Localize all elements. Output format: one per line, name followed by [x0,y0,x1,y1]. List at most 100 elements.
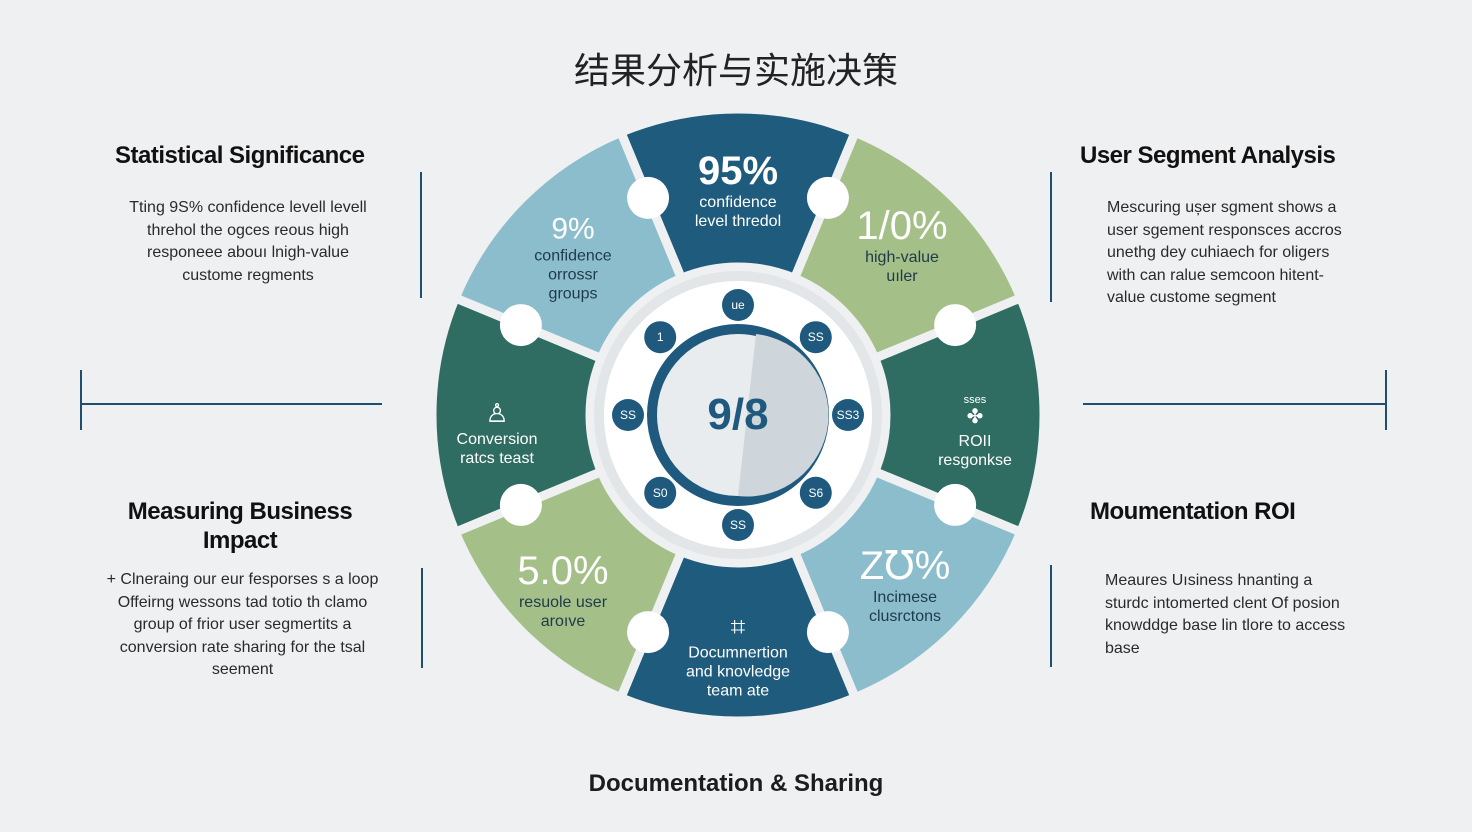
text-line: seement [211,661,274,678]
segment-label: level thredol [694,213,782,230]
segment-label: uıler [886,268,918,285]
connector-dot [934,304,977,347]
segment-label: Documnertion [688,644,788,662]
segment-label: high-value [865,249,939,266]
segment-bottom-text: ⌗ Documnertion and knovledge team ate [686,610,790,701]
text-line: threhol the ogces reous high [147,221,349,239]
segment-top [615,104,861,285]
hub-node-label: S0 [652,485,668,500]
puzzle-icon: ✤ [966,406,984,428]
user-segment-text: Mescuring ușer sgment shows a user sgeme… [1107,197,1407,310]
segment-upper-left [449,126,688,365]
bracket-line [421,568,423,668]
text-line: Tting 9S% confidence levell levell [129,199,367,216]
segment-right [868,292,1049,538]
segment-icon-label: sses [963,394,987,406]
text-line: base [1105,639,1140,657]
text-line: value custome segment [1107,289,1276,306]
hub-node [644,321,677,354]
hub-node [799,476,832,509]
segment-label: Incimese [872,589,938,606]
connector-dot [627,176,670,219]
connector-dot [499,483,542,526]
hub-node [722,509,754,541]
text-line: custome regments [182,266,314,284]
connector-dot [934,483,977,526]
segment-value: 9% [551,212,595,246]
footer-title: Documentation & Sharing [588,770,884,797]
hub-node [832,399,864,431]
segment-value: Z℧% [859,544,951,588]
bracket-line [1050,172,1052,302]
segment-value: 1/0% [856,204,948,248]
person-icon: ♙ [485,398,509,428]
grid-document-icon: ⌗ [730,611,746,642]
segment-label: aroıve [540,613,586,630]
heading-line: Measuring Business [127,498,353,525]
page-title: 结果分析与实施决策 [573,50,898,91]
segment-lower-right-text: Z℧% Incimese clusrctons [860,544,951,626]
statistical-significance-heading: Statistical Significance [115,142,365,169]
hub-node-label: SS [619,408,637,422]
divider-line [1083,403,1387,405]
segment-label: confidence [534,247,612,265]
statistical-significance-text: Tting 9S% confidence levell levell threh… [88,197,408,287]
segment-lower-right [788,465,1027,704]
segment-bottom [615,545,861,726]
hub-node-label: S6 [808,485,824,500]
text-line: responeee abouı lnigh-value [147,244,349,261]
user-segment-heading: User Segment Analysis [1080,142,1336,169]
text-line: unethg dey cuhiaech for oligers [1107,244,1330,261]
roi-text: Meaures Uısiness hnanting a sturdc intom… [1105,570,1405,660]
text-line: Offeirng wessons tad totio th clamo [117,593,368,611]
text-line: Meaures Uısiness hnanting a [1105,572,1313,589]
text-line: with can ralue semcoon hitent- [1107,266,1324,284]
hub-value: 9/8 [707,390,769,439]
hub-node [799,321,832,354]
hub-node-label: SS [807,330,824,345]
segment-upper-right [788,126,1027,365]
segment-label: orrossr [548,266,598,284]
hub-node-label: SS3 [836,408,860,422]
connector-dot [499,304,542,347]
hub-shade [738,334,829,497]
segment-value: 95% [697,149,779,193]
segment-label: groups [548,285,598,303]
segment-label: and knovledge [685,663,791,681]
business-impact-text: + Clneraing our eur fesporses s a loop O… [70,569,415,682]
segment-top-text: 95% confidence level thredol [695,149,781,231]
segment-label: clusrctons [868,608,942,625]
segment-label: Conversion [456,431,538,448]
segment-label: team ate [706,682,770,700]
segment-label: confidence [699,194,777,211]
connector-dot [806,611,849,654]
hub-node [612,399,644,431]
heading-line: Impact [202,527,278,554]
segment-label: resgonkse [938,452,1012,469]
text-line: knowddge base lin tlore to access [1105,617,1346,634]
segment-label: ratcs teast [460,450,534,467]
text-line: group of frior user segmertits a [133,616,352,633]
hub-node [644,476,677,509]
text-line: sturdc intomerted clent Of posion [1105,594,1340,612]
divider-line [80,403,382,405]
hub-node-label: ue [731,298,745,312]
text-line: + Clneraing our eur fesporses s a loop [106,571,379,588]
divider-tick [80,370,82,430]
hub-node [722,289,754,321]
bracket-line [420,172,422,298]
segment-lower-left-text: 5.0% resuole user aroıve [517,549,608,631]
segment-upper-right-text: 1/0% high-value uıler [856,204,947,286]
hub-node-label: SS [729,518,747,532]
divider-tick [1385,370,1387,430]
segment-label: ROII [958,433,992,450]
segment-label: resuole user [518,594,608,611]
segment-left-text: ♙ Conversion ratcs teast [457,396,538,468]
segment-right-text: sses ✤ ROII resgonkse [938,394,1012,470]
bracket-line [1050,565,1052,667]
text-line: Mescuring ușer sgment shows a [1107,199,1337,216]
text-line: user sgement responsces accros [1107,221,1342,239]
text-line: conversion rate sharing for the tsal [119,638,366,656]
business-impact-heading: Measuring Business Impact [90,497,390,555]
